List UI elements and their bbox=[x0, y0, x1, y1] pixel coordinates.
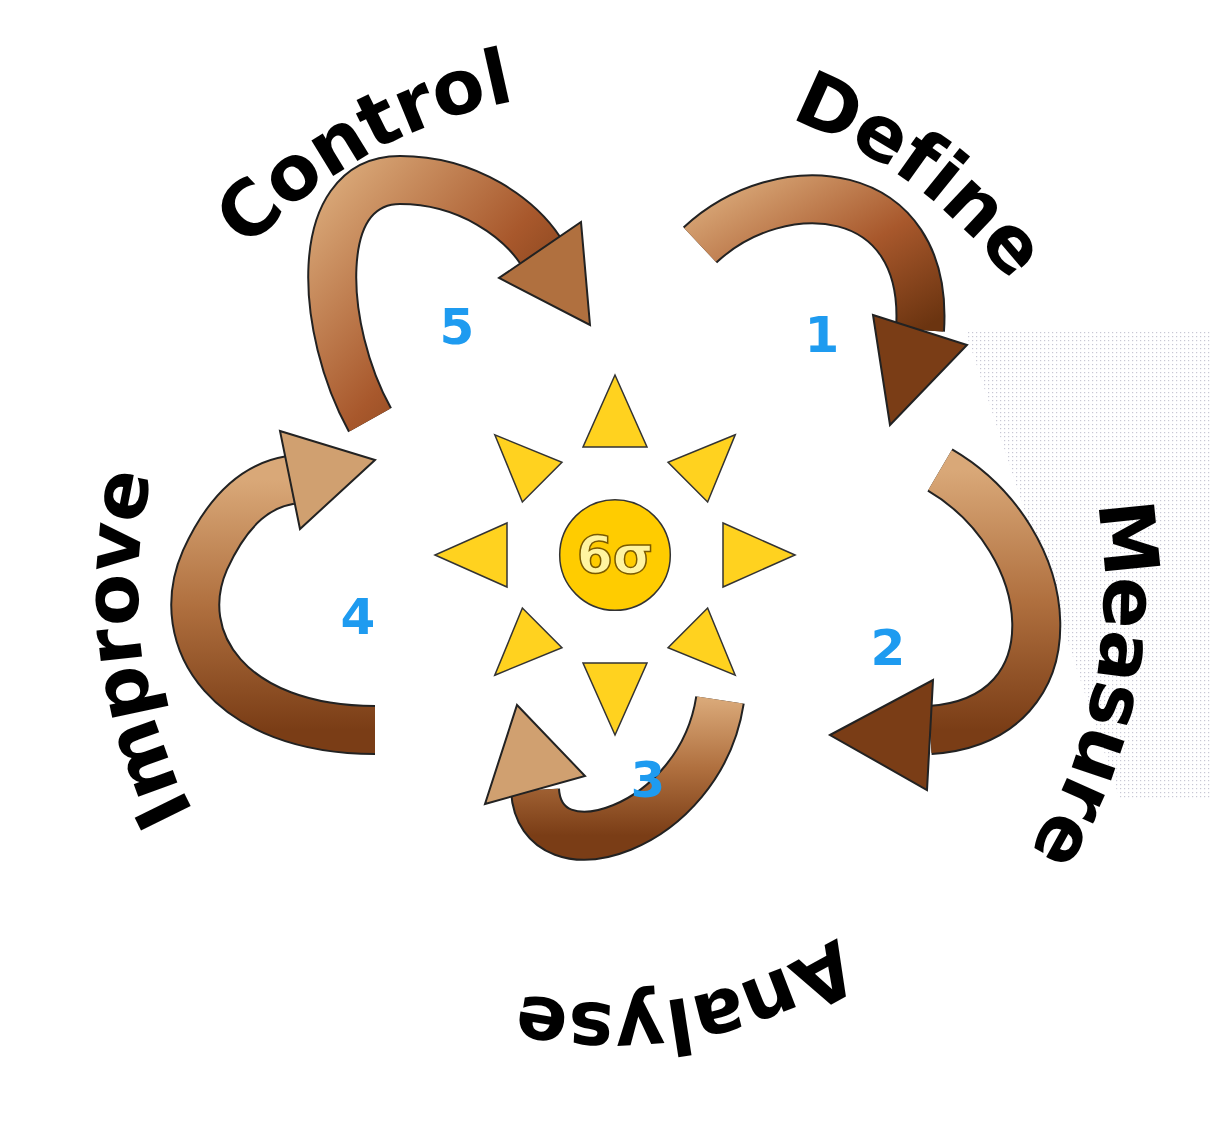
phase-letter: p bbox=[80, 659, 166, 728]
phase-letter: a bbox=[1085, 626, 1167, 687]
step-number: 4 bbox=[341, 592, 376, 642]
phase-letter: e bbox=[509, 982, 572, 1065]
phase-letter: l bbox=[476, 38, 518, 118]
phase-letter: n bbox=[294, 96, 380, 189]
phase-letter: e bbox=[841, 88, 924, 180]
phase-letter: t bbox=[345, 78, 411, 162]
phase-letter: C bbox=[202, 164, 295, 257]
phase-letter: s bbox=[566, 990, 615, 1068]
phase-letter: D bbox=[785, 59, 874, 154]
phase-letter: r bbox=[1043, 768, 1128, 833]
phase-letter: M bbox=[1086, 496, 1169, 579]
phase-letter: o bbox=[247, 128, 335, 220]
cycle-arrow bbox=[332, 180, 590, 420]
step-number: 3 bbox=[631, 755, 666, 805]
phase-letter: I bbox=[123, 782, 204, 841]
phase-letter: o bbox=[421, 44, 493, 132]
phase-letter: n bbox=[733, 955, 811, 1045]
phase-letter: A bbox=[780, 928, 868, 1023]
phase-letter: y bbox=[613, 990, 667, 1069]
step-number: 5 bbox=[440, 302, 475, 352]
phase-letter: e bbox=[79, 463, 163, 528]
phase-letter: i bbox=[911, 140, 979, 216]
sun-circle: 6σ bbox=[558, 498, 672, 612]
phase-letter: a bbox=[685, 974, 753, 1060]
phase-letter: r bbox=[382, 62, 445, 147]
cycle-arrow bbox=[830, 470, 1036, 790]
cycle-arrow bbox=[700, 199, 967, 425]
phase-letter: e bbox=[1019, 801, 1110, 883]
phase-letter: m bbox=[93, 710, 191, 810]
phase-letter: e bbox=[969, 200, 1060, 289]
sun-rays bbox=[435, 375, 795, 735]
phase-letter: o bbox=[74, 573, 151, 627]
step-number: 2 bbox=[871, 623, 906, 673]
phase-letter: s bbox=[1075, 676, 1159, 737]
phase-letter: n bbox=[931, 159, 1023, 251]
cycle-arrow bbox=[485, 700, 720, 836]
phase-letter: u bbox=[1058, 718, 1147, 794]
phase-letter: f bbox=[884, 118, 955, 199]
phase-letter: r bbox=[75, 624, 155, 670]
phase-letter: e bbox=[1091, 577, 1168, 630]
sigma-text: 6σ bbox=[577, 529, 654, 581]
phase-letter: v bbox=[74, 519, 154, 575]
cycle-arrow bbox=[195, 431, 375, 730]
phase-letter: l bbox=[661, 985, 698, 1064]
step-number: 1 bbox=[805, 310, 840, 360]
